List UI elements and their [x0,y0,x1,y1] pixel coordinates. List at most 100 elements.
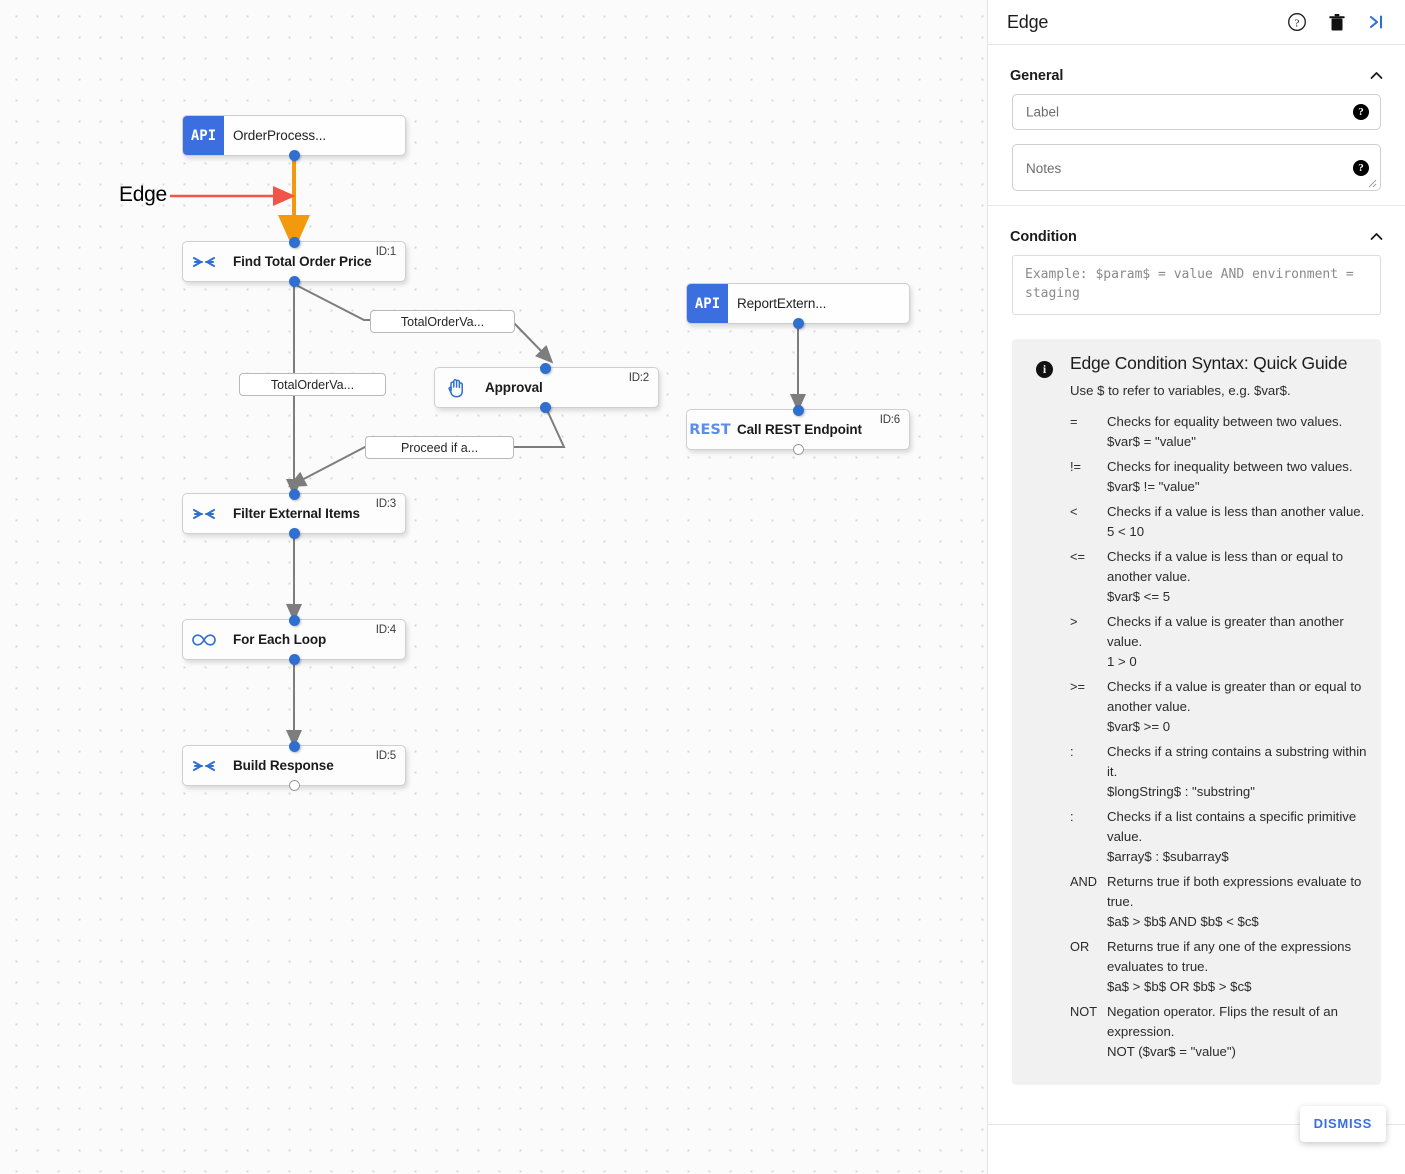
node-title: OrderProcess... [233,128,327,143]
guide-operator-row: :Checks if a list contains a specific pr… [1070,807,1367,867]
node-port-out[interactable] [792,317,804,329]
guide-operator-description: Checks for equality between two values. [1107,414,1343,429]
guide-subtitle: Use $ to refer to variables, e.g. $var$. [1070,383,1291,398]
node-port-in[interactable] [288,488,300,500]
guide-operator-row: :Checks if a string contains a substring… [1070,742,1367,802]
guide-operator-description: Checks if a string contains a substring … [1107,744,1367,779]
guide-operator-example: $longString$ : "substring" [1107,784,1255,799]
node-port-out[interactable] [540,401,551,413]
guide-operator-example: $a$ > $b$ AND $b$ < $c$ [1107,914,1259,929]
edge-properties-panel: Edge ? General [988,0,1405,1174]
condition-input[interactable]: Example: $param$ = value AND environment… [1012,255,1381,315]
guide-operator-symbol: AND [1070,874,1098,889]
guide-operator-example: 5 < 10 [1107,524,1145,539]
dismiss-button[interactable]: DISMISS [1313,1116,1372,1131]
section-condition-header[interactable]: Condition [1000,218,1393,255]
guide-operator-example: $var$ = "value" [1107,434,1196,449]
snackbar: DISMISS [1299,1106,1386,1142]
node-port-out[interactable] [792,443,804,455]
condition-placeholder: Example: $param$ = value AND environment… [1025,267,1354,301]
panel-divider [987,0,988,1174]
node-approval[interactable]: Approval ID:2 [434,362,659,413]
node-title: Build Response [233,758,334,773]
guide-operator-example: 1 > 0 [1107,654,1137,669]
guide-operator-description: Checks for inequality between two values… [1107,459,1353,474]
node-port-out[interactable] [288,275,300,287]
guide-operator-description: Checks if a value is less than or equal … [1107,549,1344,584]
infinity-icon [183,620,224,659]
node-orderprocess[interactable]: API OrderProcess... [182,115,406,161]
node-call-rest-endpoint[interactable]: REST Call REST Endpoint ID:6 [686,404,910,455]
guide-operator-symbol: != [1070,459,1082,474]
api-icon: API [183,116,224,155]
flow-canvas[interactable]: Edge API OrderProcess... Find Total Orde… [0,0,987,1174]
guide-operator-description: Returns true if any one of the expressio… [1107,939,1352,974]
node-port-out[interactable] [288,779,300,791]
node-for-each-loop[interactable]: For Each Loop ID:4 [182,614,406,665]
notes-field-placeholder: Notes [1026,161,1062,176]
label-field[interactable]: Label ? [1012,94,1381,130]
section-general-title: General [1010,67,1064,84]
node-filter-external-items[interactable]: Filter External Items ID:3 [182,488,406,539]
node-find-total-order-price[interactable]: Find Total Order Price ID:1 [182,236,406,287]
chevron-up-icon[interactable] [1368,228,1385,245]
help-icon[interactable]: ? [1287,12,1307,32]
svg-text:?: ? [1295,17,1300,29]
edge-label-proceed-if-a[interactable]: Proceed if a... [365,436,514,459]
notes-help-icon[interactable]: ? [1353,159,1369,176]
edges-layer [170,156,806,748]
node-id-label: ID:5 [375,750,396,762]
guide-operator-row: = Checks for equality between two values.… [1070,412,1367,452]
node-id-label: ID:1 [375,246,396,258]
guide-operator-symbol: <= [1070,549,1085,564]
guide-operator-symbol: >= [1070,679,1085,694]
node-build-response[interactable]: Build Response ID:5 [182,740,406,791]
guide-operator-row: <= Checks if a value is less than or equa… [1070,547,1367,607]
section-divider [988,205,1405,206]
node-reportextern[interactable]: API ReportExtern... [686,283,910,329]
panel-footer: DISMISS [988,1106,1405,1174]
delete-icon[interactable] [1328,13,1346,32]
guide-operator-example: $a$ > $b$ OR $b$ > $c$ [1107,979,1252,994]
guide-icon-column: i [1026,353,1070,1067]
node-port-in[interactable] [540,362,551,374]
edge-condition-quick-guide: i Edge Condition Syntax: Quick Guide Use… [1012,339,1381,1085]
api-icon: API [687,284,728,323]
guide-operator-example: $var$ != "value" [1107,479,1200,494]
guide-operator-symbol: : [1070,809,1074,824]
notes-field[interactable]: Notes ? [1012,144,1381,191]
panel-body: General Label ? Notes ? [988,45,1405,1124]
section-general-header[interactable]: General [1000,57,1393,94]
edge-annotation-label: Edge [119,183,167,206]
guide-operator-description: Checks if a value is less than another v… [1107,504,1365,519]
guide-operator-symbol: > [1070,614,1078,629]
node-title: For Each Loop [233,632,327,647]
node-id-label: ID:2 [628,372,649,384]
section-condition-title: Condition [1010,228,1077,245]
collapse-panel-icon[interactable] [1367,13,1387,31]
node-port-in[interactable] [792,404,804,416]
chevron-up-icon[interactable] [1368,67,1385,84]
resize-grip-icon[interactable] [1368,179,1377,188]
guide-title: Edge Condition Syntax: Quick Guide [1070,353,1348,373]
node-port-in[interactable] [288,614,300,626]
guide-operator-row: <Checks if a value is less than another … [1070,502,1367,542]
node-port-out[interactable] [288,527,300,539]
edge-label-total-order-va-2[interactable]: TotalOrderVa... [239,373,386,396]
rest-icon: REST [689,421,731,438]
node-port-in[interactable] [288,740,300,752]
guide-operator-row: >=Checks if a value is greater than or e… [1070,677,1367,737]
label-help-icon[interactable]: ? [1353,104,1369,120]
node-title: Filter External Items [233,506,360,521]
node-port-out[interactable] [288,149,300,161]
guide-content: Edge Condition Syntax: Quick Guide Use $… [1070,353,1367,1067]
node-title: ReportExtern... [737,296,827,311]
guide-operator-symbol: = [1070,414,1078,429]
edge-label-total-order-va-1[interactable]: TotalOrderVa... [370,310,515,333]
merge-arrows-icon [183,746,224,785]
node-port-in[interactable] [288,236,300,248]
node-port-out[interactable] [288,653,300,665]
